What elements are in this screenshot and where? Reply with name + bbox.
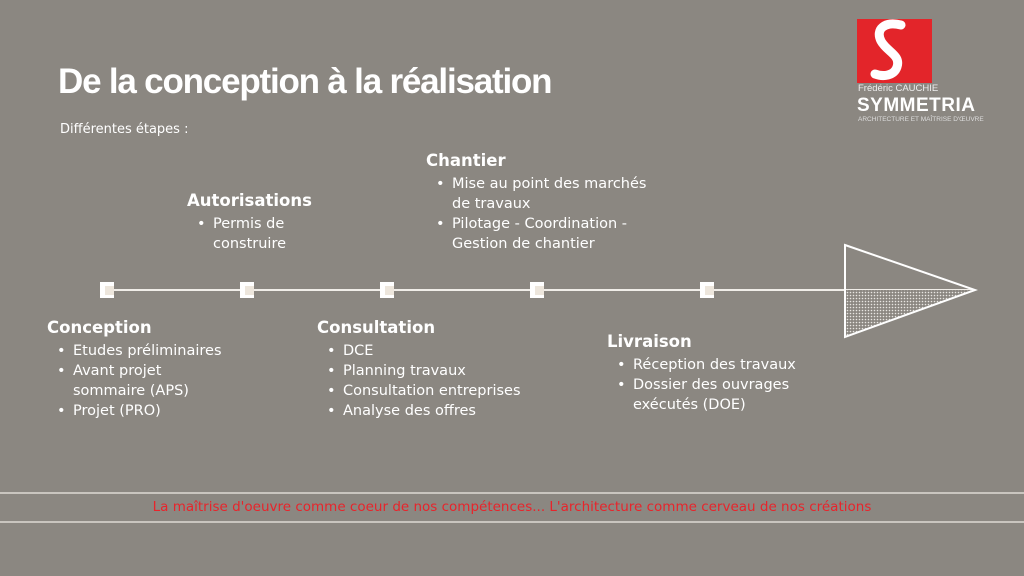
logo-tagline: ARCHITECTURE ET MAÎTRISE D'ŒUVRE: [858, 116, 984, 123]
step-item: Réception des travaux: [617, 355, 796, 375]
step-autorisations: Autorisations Permis de construire: [187, 191, 312, 254]
step-item: Projet (PRO): [57, 401, 222, 421]
step-item: DCE: [327, 341, 521, 361]
timeline-marker: [240, 282, 254, 298]
logo-brand: SYMMETRIA: [857, 95, 976, 116]
step-heading: Autorisations: [187, 191, 312, 210]
symmetria-logo: [857, 19, 932, 83]
step-heading: Livraison: [607, 332, 692, 351]
subtitle: Différentes étapes :: [60, 122, 189, 137]
step-livraison: Livraison Réception des travaux Dossier …: [607, 332, 796, 415]
footer-divider-bottom: [0, 521, 1024, 523]
arrow-head-icon: [844, 243, 978, 339]
step-item: Avant projet sommaire (APS): [57, 361, 222, 401]
step-item: Permis de construire: [197, 214, 312, 254]
step-item: Dossier des ouvrages exécutés (DOE): [617, 375, 796, 415]
timeline-marker: [380, 282, 394, 298]
step-item: Analyse des offres: [327, 401, 521, 421]
step-item: Planning travaux: [327, 361, 521, 381]
timeline-marker: [100, 282, 114, 298]
step-consultation: Consultation DCE Planning travaux Consul…: [317, 318, 521, 421]
timeline-marker: [700, 282, 714, 298]
step-heading: Conception: [47, 318, 152, 337]
step-heading: Chantier: [426, 151, 506, 170]
step-conception: Conception Etudes préliminaires Avant pr…: [47, 318, 222, 421]
footer-tagline: La maîtrise d'oeuvre comme coeur de nos …: [152, 499, 872, 515]
step-item: Mise au point des marchés de travaux: [436, 174, 647, 214]
step-item: Consultation entreprises: [327, 381, 520, 401]
step-heading: Consultation: [317, 318, 436, 337]
page-title: De la conception à la réalisation: [58, 62, 553, 101]
footer-divider-top: [0, 492, 1024, 494]
logo-name: Frédéric CAUCHIE: [858, 83, 939, 94]
timeline-marker: [530, 282, 544, 298]
step-item: Etudes préliminaires: [57, 341, 221, 361]
step-chantier: Chantier Mise au point des marchés de tr…: [426, 151, 646, 254]
step-item: Pilotage - Coordination - Gestion de cha…: [436, 214, 646, 254]
